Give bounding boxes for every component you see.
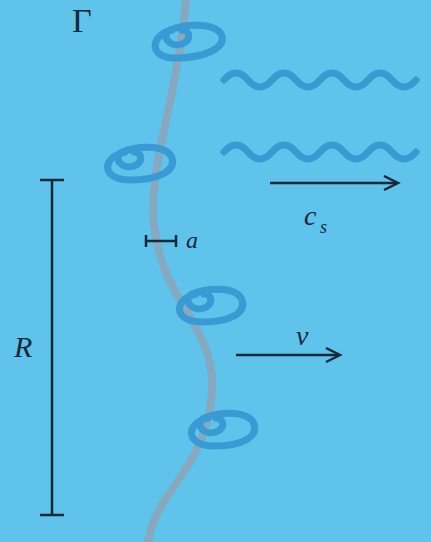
string-line	[148, 0, 212, 542]
velocity-label: v	[296, 322, 308, 350]
width-bar	[146, 235, 176, 247]
length-label: R	[14, 332, 32, 362]
sound-speed-arrow	[270, 176, 398, 190]
speed-subscript: s	[320, 218, 327, 236]
circulation-label: Γ	[72, 4, 92, 38]
circulation-loops	[108, 25, 255, 446]
length-bracket	[40, 180, 64, 515]
width-label: a	[186, 228, 198, 252]
velocity-arrow	[236, 348, 340, 362]
sound-waves	[224, 73, 416, 159]
speed-label: c	[304, 202, 316, 230]
